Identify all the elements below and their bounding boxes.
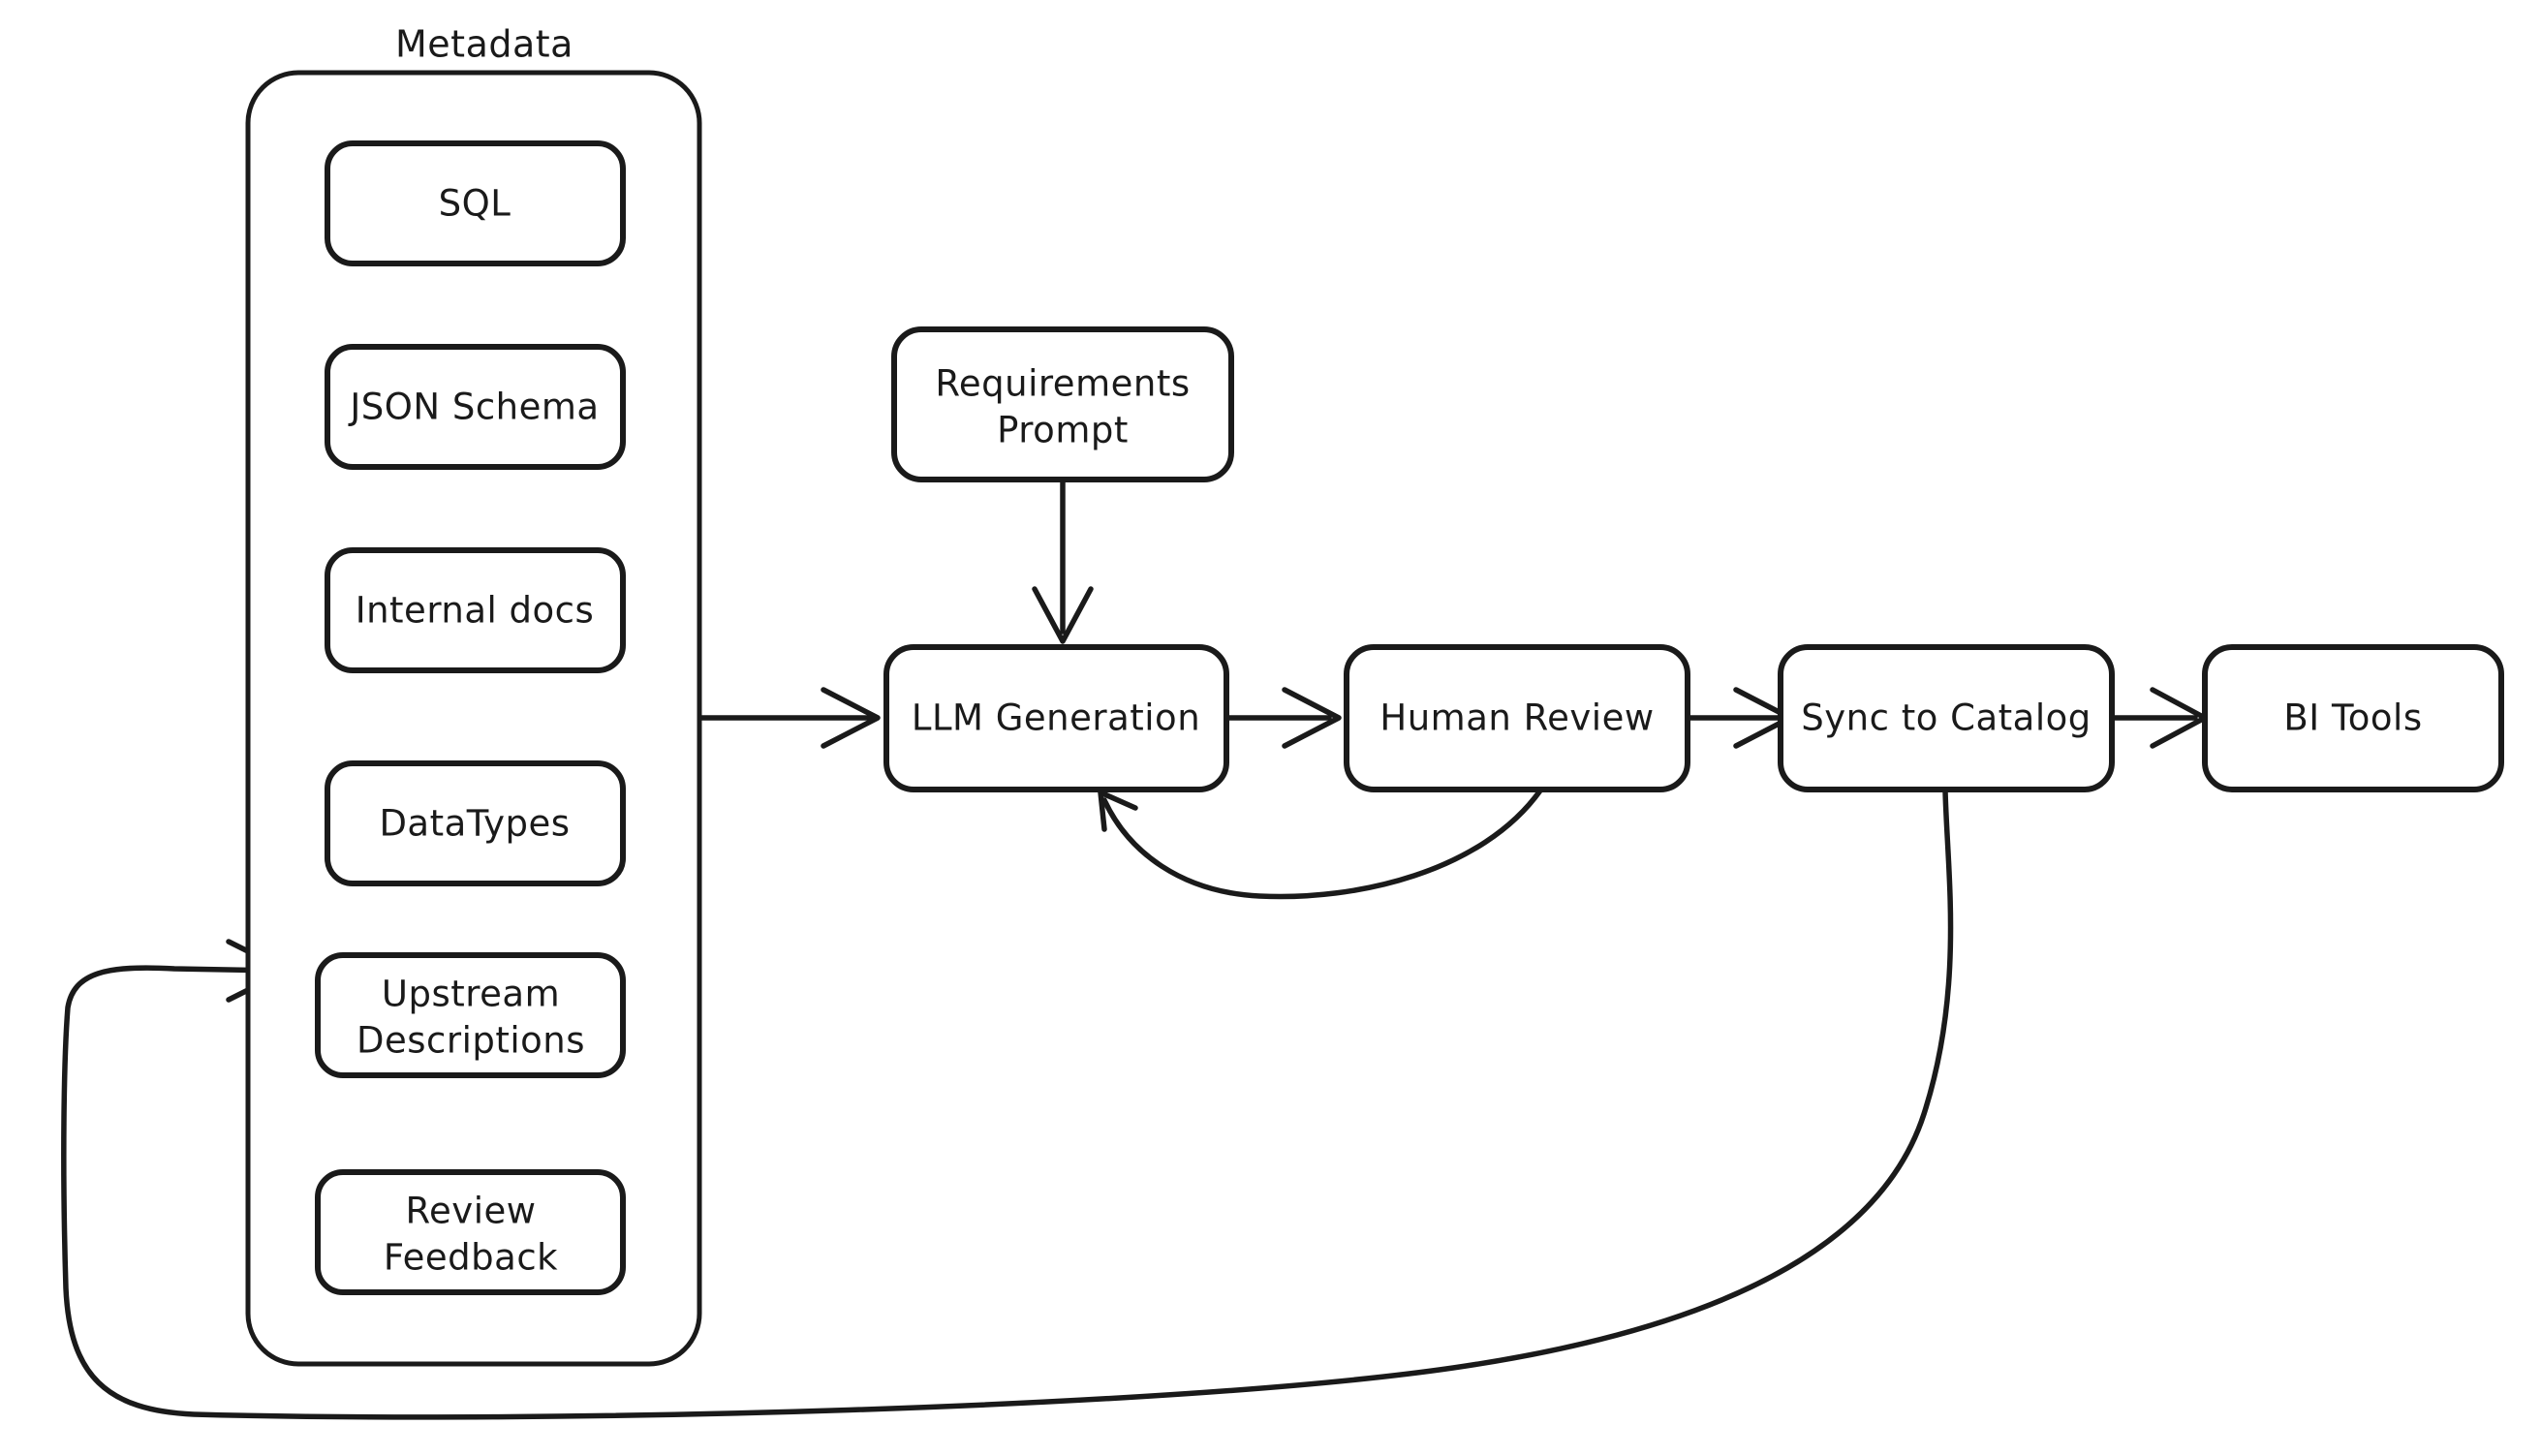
requirements-prompt-box xyxy=(891,326,1234,482)
node-bi-tools[interactable]: BI Tools xyxy=(2202,644,2504,792)
bi-tools-label: BI Tools xyxy=(2283,697,2422,739)
upstream-descriptions-label-line1: Upstream xyxy=(382,974,560,1015)
edge-llm-to-review xyxy=(1224,687,1342,749)
sync-to-catalog-label: Sync to Catalog xyxy=(1801,697,2091,739)
requirements-prompt-label-line2: Prompt xyxy=(997,410,1129,451)
node-sync-to-catalog[interactable]: Sync to Catalog xyxy=(1778,644,2115,792)
node-requirements-prompt[interactable]: Requirements Prompt xyxy=(891,326,1234,482)
metadata-group-label: Metadata xyxy=(395,23,573,66)
bi-tools-box xyxy=(2202,644,2504,792)
metadata-item-internal-docs[interactable]: Internal docs xyxy=(325,547,626,673)
sql-label: SQL xyxy=(439,183,511,225)
metadata-group[interactable]: Metadata SQL JSON Schema Internal docs D… xyxy=(245,23,702,1367)
json-schema-label: JSON Schema xyxy=(348,387,599,428)
review-feedback-box xyxy=(315,1169,626,1295)
node-llm-generation[interactable]: LLM Generation xyxy=(883,644,1229,792)
internal-docs-label: Internal docs xyxy=(356,590,595,632)
llm-generation-box xyxy=(883,644,1229,792)
metadata-item-review-feedback[interactable]: Review Feedback xyxy=(315,1169,626,1295)
metadata-item-upstream-descriptions[interactable]: Upstream Descriptions xyxy=(315,952,626,1078)
edge-requirements-to-llm xyxy=(1032,477,1094,644)
edge-metadata-to-llm xyxy=(697,687,881,749)
edge-review-back-to-llm xyxy=(1098,788,1543,900)
edge-review-to-sync xyxy=(1685,687,1793,749)
review-feedback-label-line1: Review xyxy=(405,1191,536,1232)
sync-to-catalog-box xyxy=(1778,644,2115,792)
human-review-label: Human Review xyxy=(1379,697,1654,739)
review-feedback-label-line2: Feedback xyxy=(384,1237,558,1279)
sql-box xyxy=(325,140,626,266)
edge-sync-to-bi xyxy=(2109,687,2208,749)
upstream-descriptions-box xyxy=(315,952,626,1078)
node-human-review[interactable]: Human Review xyxy=(1344,644,1690,792)
llm-generation-label: LLM Generation xyxy=(912,697,1200,739)
human-review-box xyxy=(1344,644,1690,792)
data-types-label: DataTypes xyxy=(379,803,570,845)
internal-docs-box xyxy=(325,547,626,673)
json-schema-box xyxy=(325,344,626,470)
metadata-item-json-schema[interactable]: JSON Schema xyxy=(325,344,626,470)
data-types-box xyxy=(325,760,626,886)
metadata-item-sql[interactable]: SQL xyxy=(325,140,626,266)
requirements-prompt-label-line1: Requirements xyxy=(935,363,1190,405)
metadata-item-data-types[interactable]: DataTypes xyxy=(325,760,626,886)
upstream-descriptions-label-line2: Descriptions xyxy=(356,1020,585,1062)
